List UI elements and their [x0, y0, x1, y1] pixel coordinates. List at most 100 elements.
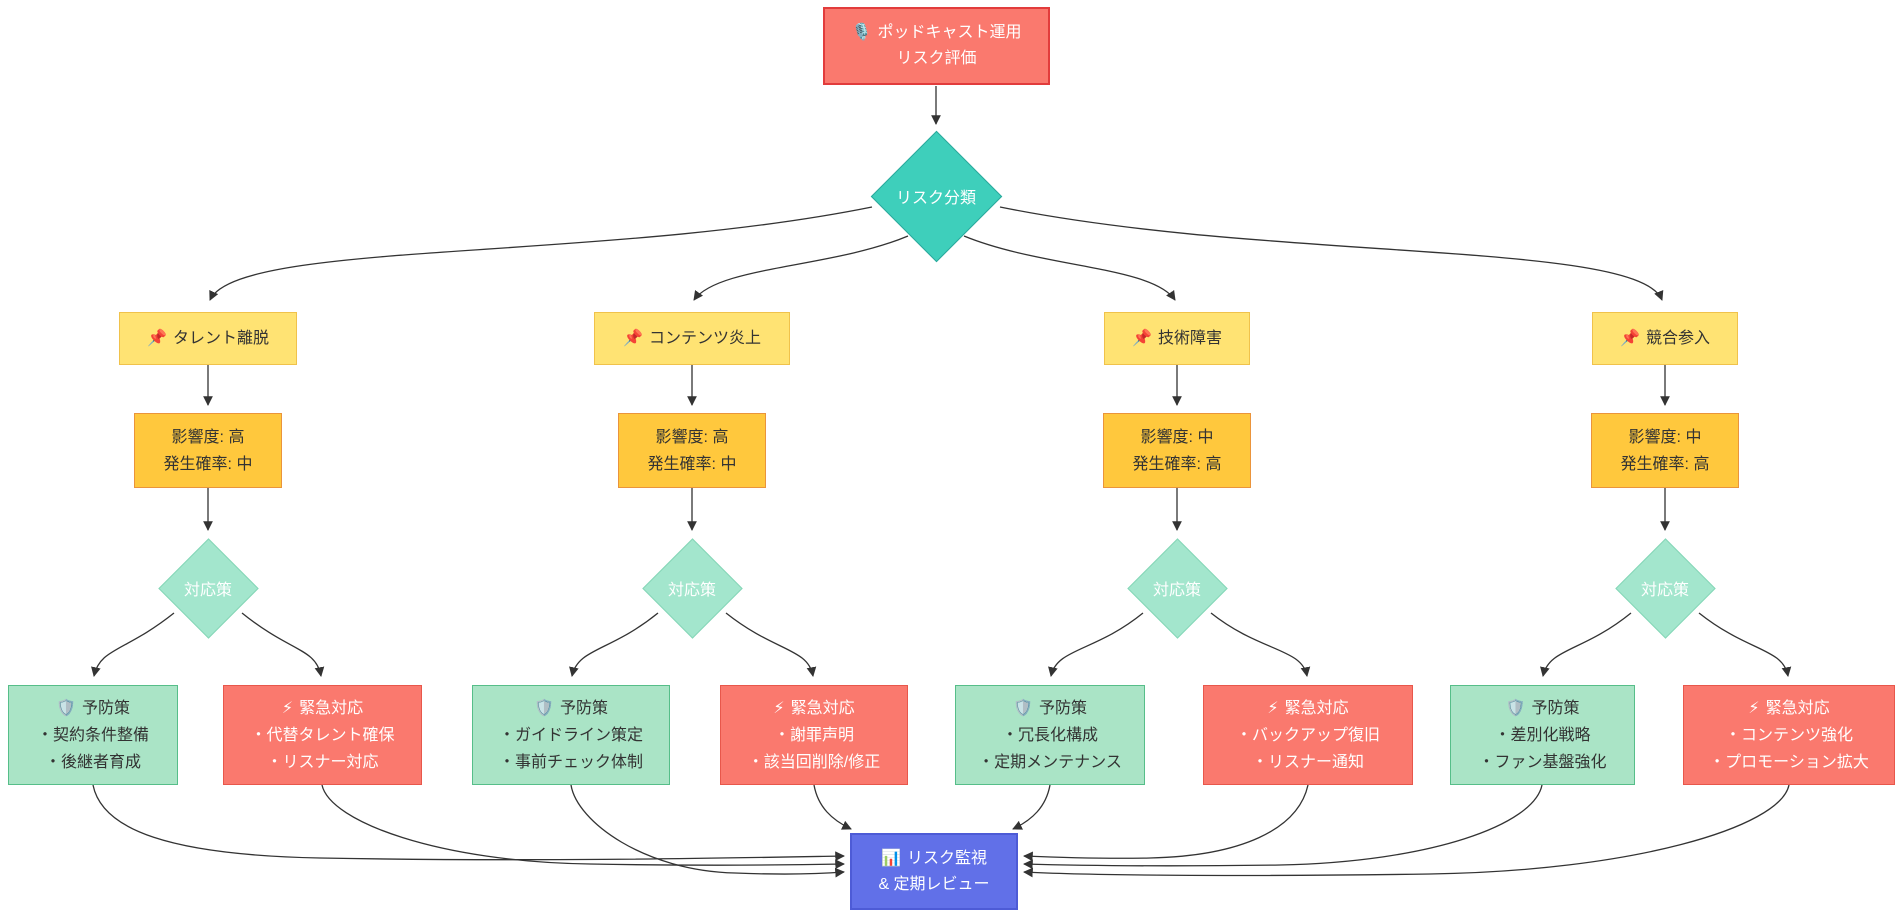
prevention-item: ・後継者育成 — [44, 753, 141, 771]
risk-label: 競合参入 — [1645, 329, 1710, 347]
impact-level: 影響度: 高 — [171, 428, 245, 446]
root-label-line2: リスク評価 — [896, 50, 977, 67]
edge-decision1-to-emergency1 — [241, 612, 325, 677]
impact-level: 影響度: 高 — [655, 428, 729, 446]
shield-icon: 🛡️ — [1013, 699, 1033, 717]
node-prevention-3: 🛡️ 予防策 ・冗長化構成 ・定期メンテナンス — [955, 685, 1145, 785]
edge-emergency2-to-monitor — [813, 784, 852, 830]
prevention-title: 予防策 — [1531, 699, 1580, 717]
decision-label: 対応策 — [183, 582, 232, 599]
prevention-item: ・ガイドライン策定 — [498, 726, 643, 744]
risk-classification-label: リスク分類 — [895, 190, 976, 207]
node-prevention-2: 🛡️予防策 ・ガイドライン策定 ・事前チェック体制 — [472, 685, 670, 785]
impact-probability: 発生確率: 中 — [163, 455, 253, 473]
edge-emergency4-to-monitor — [1023, 784, 1790, 878]
lightning-icon: ⚡ — [1267, 699, 1279, 717]
prevention-item: ・冗長化構成 — [1001, 726, 1098, 744]
edge-decision4-to-emergency4 — [1698, 612, 1792, 677]
risk-label: タレント離脱 — [172, 329, 269, 347]
impact-probability: 発生確率: 中 — [647, 455, 737, 473]
edge-classification-to-risk1 — [209, 206, 873, 301]
decision-label: 対応策 — [1640, 582, 1689, 599]
node-impact-2: 影響度: 高 発生確率: 中 — [618, 413, 766, 488]
node-decision-3: 対応策 — [1126, 537, 1228, 639]
monitor-label-line2: & 定期レビュー — [878, 875, 990, 893]
impact-level: 影響度: 中 — [1628, 428, 1702, 446]
lightning-icon: ⚡ — [773, 699, 785, 717]
pushpin-icon: 📌 — [623, 329, 643, 347]
prevention-title: 予防策 — [1038, 699, 1087, 717]
edge-decision3-to-prevention3 — [1048, 612, 1144, 677]
node-root: 🎙️ ポッドキャスト運用 リスク評価 — [823, 7, 1050, 85]
emergency-title: 緊急対応 — [1284, 699, 1349, 717]
prevention-item: ・ファン基盤強化 — [1478, 753, 1607, 771]
node-emergency-4: ⚡緊急対応 ・コンテンツ強化 ・プロモーション拡大 — [1683, 685, 1895, 785]
node-emergency-1: ⚡ 緊急対応 ・代替タレント確保 ・リスナー対応 — [223, 685, 422, 785]
emergency-item: ・代替タレント確保 — [250, 726, 395, 744]
impact-level: 影響度: 中 — [1140, 428, 1214, 446]
bar-chart-icon: 📊 — [881, 849, 901, 867]
node-prevention-4: 🛡️ 予防策 ・差別化戦略 ・ファン基盤強化 — [1450, 685, 1635, 785]
emergency-item: ・該当回削除/修正 — [747, 753, 881, 771]
edge-classification-to-risk3 — [963, 235, 1176, 301]
node-emergency-3: ⚡ 緊急対応 ・バックアップ復旧 ・リスナー通知 — [1203, 685, 1413, 785]
emergency-title: 緊急対応 — [1765, 699, 1830, 717]
prevention-item: ・差別化戦略 — [1494, 726, 1591, 744]
node-risk-competitor-entry: 📌 競合参入 — [1592, 312, 1738, 365]
emergency-item: ・謝罪声明 — [773, 726, 854, 744]
shield-icon: 🛡️ — [534, 699, 554, 717]
node-decision-2: 対応策 — [641, 537, 743, 639]
prevention-title: 予防策 — [81, 699, 130, 717]
edge-emergency1-to-monitor — [321, 784, 845, 870]
edge-decision1-to-prevention1 — [91, 612, 175, 677]
pushpin-icon: 📌 — [1132, 329, 1152, 347]
shield-icon: 🛡️ — [56, 699, 76, 717]
node-risk-technical-failure: 📌 技術障害 — [1104, 312, 1250, 365]
node-decision-4: 対応策 — [1614, 537, 1716, 639]
emergency-item: ・コンテンツ強化 — [1724, 726, 1853, 744]
impact-probability: 発生確率: 高 — [1132, 455, 1222, 473]
decision-label: 対応策 — [667, 582, 716, 599]
edge-decision3-to-emergency3 — [1210, 612, 1311, 677]
decision-label: 対応策 — [1152, 582, 1201, 599]
node-impact-1: 影響度: 高 発生確率: 中 — [134, 413, 282, 488]
edge-emergency3-to-monitor — [1023, 784, 1309, 862]
node-emergency-2: ⚡ 緊急対応 ・謝罪声明 ・該当回削除/修正 — [720, 685, 908, 785]
edge-decision2-to-prevention2 — [569, 612, 659, 677]
node-impact-3: 影響度: 中 発生確率: 高 — [1103, 413, 1251, 488]
prevention-item: ・事前チェック体制 — [498, 753, 643, 771]
edge-decision2-to-emergency2 — [725, 612, 817, 677]
node-impact-4: 影響度: 中 発生確率: 高 — [1591, 413, 1739, 488]
emergency-item: ・プロモーション拡大 — [1709, 753, 1869, 771]
root-label-line1: ポッドキャスト運用 — [877, 24, 1022, 41]
node-risk-classification: リスク分類 — [870, 130, 1002, 262]
emergency-item: ・リスナー通知 — [1251, 753, 1364, 771]
emergency-title: 緊急対応 — [299, 699, 364, 717]
edge-classification-to-risk4 — [999, 206, 1664, 301]
emergency-item: ・リスナー対応 — [266, 753, 379, 771]
edge-decision4-to-prevention4 — [1540, 612, 1632, 677]
impact-probability: 発生確率: 高 — [1620, 455, 1710, 473]
emergency-item: ・バックアップ復旧 — [1235, 726, 1380, 744]
node-decision-1: 対応策 — [157, 537, 259, 639]
pushpin-icon: 📌 — [1620, 329, 1640, 347]
shield-icon: 🛡️ — [1505, 699, 1526, 717]
microphone-icon: 🎙️ — [851, 24, 872, 41]
edge-prevention2-to-monitor — [570, 784, 845, 878]
prevention-item: ・定期メンテナンス — [978, 753, 1122, 771]
edge-prevention3-to-monitor — [1012, 784, 1051, 830]
edge-prevention1-to-monitor — [92, 784, 845, 862]
risk-label: 技術障害 — [1157, 329, 1222, 347]
node-risk-monitor: 📊リスク監視 & 定期レビュー — [850, 833, 1018, 910]
node-risk-content-flame: 📌 コンテンツ炎上 — [594, 312, 790, 365]
node-risk-talent-departure: 📌 タレント離脱 — [119, 312, 297, 365]
edge-classification-to-risk2 — [693, 235, 909, 301]
node-prevention-1: 🛡️予防策 ・契約条件整備 ・後継者育成 — [8, 685, 178, 785]
emergency-title: 緊急対応 — [790, 699, 855, 717]
pushpin-icon: 📌 — [147, 329, 167, 347]
edge-prevention4-to-monitor — [1023, 784, 1543, 870]
lightning-icon: ⚡ — [281, 699, 294, 717]
risk-label: コンテンツ炎上 — [648, 329, 761, 347]
